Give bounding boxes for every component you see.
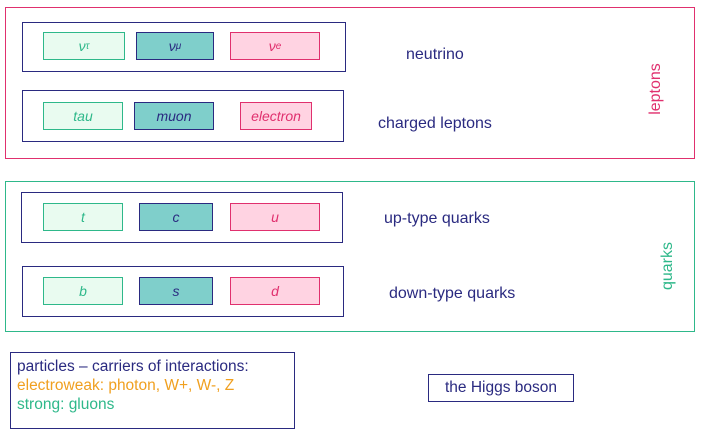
up-type-label: up-type quarks [384, 210, 490, 227]
muon-cell: muon [134, 102, 214, 130]
neutrino-row [22, 22, 346, 72]
leptons-label: leptons [647, 63, 664, 115]
down-type-label: down-type quarks [389, 285, 516, 302]
electroweak-line: electroweak: photon, W+, W-, Z [17, 377, 235, 394]
bottom-quark-cell: b [43, 277, 123, 305]
cell-subscript: τ [85, 40, 90, 52]
neutrino-label: neutrino [406, 46, 464, 63]
cell-subscript: μ [175, 40, 182, 52]
tau-cell: tau [43, 102, 123, 130]
charged-leptons-label: charged leptons [378, 115, 492, 132]
top-quark-cell: t [43, 203, 123, 231]
carriers-heading: particles – carriers of interactions: [17, 358, 249, 375]
quarks-group [5, 181, 695, 332]
strange-quark-cell: s [139, 277, 213, 305]
cell-subscript: e [275, 40, 282, 52]
charm-quark-cell: c [139, 203, 213, 231]
cell-symbol: ν [78, 38, 86, 54]
strong-line: strong: gluons [17, 396, 115, 413]
down-quark-cell: d [230, 277, 320, 305]
up-type-row [21, 192, 343, 243]
charged-leptons-row [22, 90, 344, 142]
interaction-carriers-box: particles – carriers of interactions: el… [10, 352, 295, 429]
leptons-group [5, 7, 695, 159]
higgs-boson-box: the Higgs boson [428, 374, 574, 402]
cell-symbol: ν [168, 38, 176, 54]
up-quark-cell: u [230, 203, 320, 231]
cell-symbol: ν [268, 38, 276, 54]
down-type-row [22, 266, 344, 317]
electron-cell: electron [240, 102, 312, 130]
quarks-label: quarks [659, 241, 676, 291]
